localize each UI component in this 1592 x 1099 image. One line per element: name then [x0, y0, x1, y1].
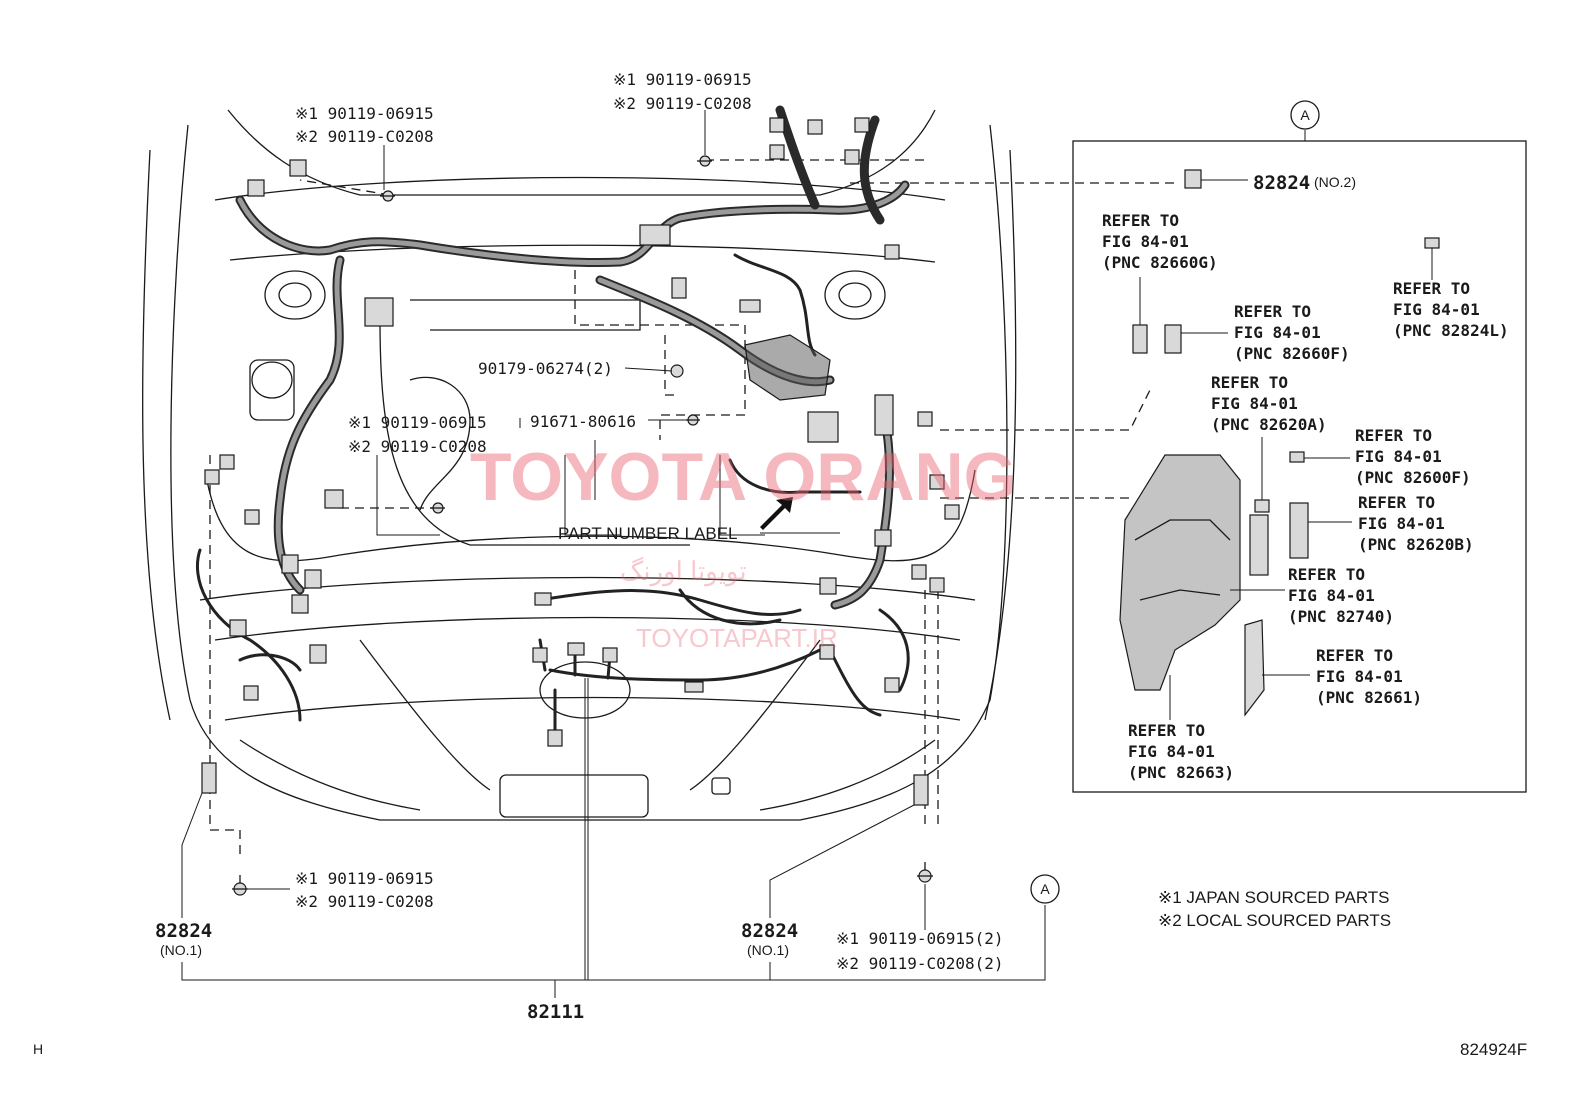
refer-note-82661: REFER TO FIG 84-01 (PNC 82661)	[1316, 646, 1422, 707]
bolt-label-90179: 90179-06274(2)	[478, 359, 613, 378]
refer-note-82620a: REFER TO FIG 84-01 (PNC 82620A)	[1211, 373, 1327, 434]
bolt-top-left	[380, 190, 395, 202]
arrow-icon	[760, 497, 793, 530]
bolt-label-mid-left-2: ※2 90119-C0208	[348, 437, 487, 456]
refer-note-82824l: REFER TO FIG 84-01 (PNC 82824L)	[1393, 279, 1509, 340]
watermark-site: TOYOTAPART.IR	[636, 623, 838, 653]
bolt-label-mid-left-1: ※1 90119-06915	[348, 413, 487, 432]
part-labels: ※1 90119-06915 ※2 90119-C0208 ※1 90119-0…	[33, 70, 1527, 1059]
watermark-persian: تویوتا اورنگ	[620, 556, 747, 587]
watermark: TOYOTA ORANG تویوتا اورنگ TOYOTAPART.IR	[470, 439, 1017, 653]
bolt-label-bottom-left-1: ※1 90119-06915	[295, 869, 434, 888]
refer-note-82660g: REFER TO FIG 84-01 (PNC 82660G)	[1102, 211, 1218, 272]
part-82824-right: 82824	[741, 920, 798, 942]
bolt-bottom-left	[232, 875, 248, 896]
refer-note-line1: REFER TO	[1211, 373, 1288, 392]
refer-note-line3: (PNC 82661)	[1316, 688, 1422, 707]
refer-note-line1: REFER TO	[1393, 279, 1470, 298]
figure-code: 824924F	[1460, 1040, 1527, 1059]
detail-box-a	[1072, 140, 1527, 793]
leader-lines	[181, 110, 1306, 998]
refer-note-line2: FIG 84-01	[1128, 742, 1215, 761]
part-82824-left: 82824	[155, 920, 212, 942]
refer-note-line1: REFER TO	[1316, 646, 1393, 665]
refer-note-line3: (PNC 82600F)	[1355, 468, 1471, 487]
refer-note-line1: REFER TO	[1234, 302, 1311, 321]
refer-note-82620b: REFER TO FIG 84-01 (PNC 82620B)	[1358, 493, 1474, 554]
refer-note-line2: FIG 84-01	[1355, 447, 1442, 466]
bolt-bottom-right	[917, 862, 933, 883]
refer-note-line2: FIG 84-01	[1288, 586, 1375, 605]
bolt-label-bottom-left-2: ※2 90119-C0208	[295, 892, 434, 911]
refer-note-line3: (PNC 82620A)	[1211, 415, 1327, 434]
refer-note-line1: REFER TO	[1358, 493, 1435, 512]
refer-note-line2: FIG 84-01	[1102, 232, 1189, 251]
refer-note-line3: (PNC 82740)	[1288, 607, 1394, 626]
corner-left-code: H	[33, 1041, 43, 1057]
bolt-label-bottom-right-1: ※1 90119-06915(2)	[836, 929, 1004, 948]
refer-note-line2: FIG 84-01	[1211, 394, 1298, 413]
refer-note-line3: (PNC 82620B)	[1358, 535, 1474, 554]
bolt-label-91671: 91671-80616	[530, 412, 636, 431]
refer-note-line1: REFER TO	[1288, 565, 1365, 584]
bolt-label-top-center-2: ※2 90119-C0208	[613, 94, 752, 113]
bolt-label-top-center-1: ※1 90119-06915	[613, 70, 752, 89]
part-82824-no2: 82824	[1253, 172, 1310, 194]
bolt-mid-left	[430, 502, 445, 514]
part-82824-no2-sub: (NO.2)	[1314, 174, 1356, 190]
callout-a-bottom: A	[1030, 874, 1060, 904]
bolt-label-top-left-2: ※2 90119-C0208	[295, 127, 434, 146]
bolts-and-clamps	[201, 155, 933, 896]
callout-a-bottom-label: A	[1040, 881, 1050, 897]
refer-note-line3: (PNC 82660G)	[1102, 253, 1218, 272]
bolt-90179	[670, 364, 684, 378]
part-82824-left-sub: (NO.1)	[160, 942, 202, 958]
refer-note-line1: REFER TO	[1128, 721, 1205, 740]
bolt-91671	[686, 414, 700, 426]
refer-note-line2: FIG 84-01	[1358, 514, 1445, 533]
dashed-leaders	[209, 159, 1180, 860]
refer-note-line3: (PNC 82663)	[1128, 763, 1234, 782]
refer-note-line3: (PNC 82660F)	[1234, 344, 1350, 363]
part-number-label: PART NUMBER LABEL	[558, 524, 738, 543]
refer-note-82740: REFER TO FIG 84-01 (PNC 82740)	[1288, 565, 1394, 626]
refer-note-line1: REFER TO	[1355, 426, 1432, 445]
wire-harness-82111	[195, 105, 960, 747]
watermark-main: TOYOTA ORANG	[470, 439, 1017, 515]
refer-notes: REFER TO FIG 84-01 (PNC 82660G) REFER TO…	[1102, 211, 1509, 782]
refer-note-line2: FIG 84-01	[1393, 300, 1480, 319]
bracket-82824-right	[913, 774, 929, 806]
refer-note-line2: FIG 84-01	[1316, 667, 1403, 686]
refer-note-line2: FIG 84-01	[1234, 323, 1321, 342]
refer-note-line3: (PNC 82824L)	[1393, 321, 1509, 340]
callout-a-top-label: A	[1300, 107, 1310, 123]
bracket-82824-left	[201, 762, 217, 794]
refer-note-82663: REFER TO FIG 84-01 (PNC 82663)	[1128, 721, 1234, 782]
legend-japan: ※1 JAPAN SOURCED PARTS	[1158, 888, 1390, 907]
part-82111: 82111	[527, 1001, 584, 1023]
callout-a-top: A	[1290, 100, 1320, 130]
refer-note-82600f: REFER TO FIG 84-01 (PNC 82600F)	[1355, 426, 1471, 487]
refer-note-82660f: REFER TO FIG 84-01 (PNC 82660F)	[1234, 302, 1350, 363]
bolt-top-center	[697, 155, 712, 167]
bolt-label-bottom-right-2: ※2 90119-C0208(2)	[836, 954, 1004, 973]
refer-note-line1: REFER TO	[1102, 211, 1179, 230]
legend-local: ※2 LOCAL SOURCED PARTS	[1158, 911, 1391, 930]
part-82824-right-sub: (NO.1)	[747, 942, 789, 958]
bolt-label-top-left-1: ※1 90119-06915	[295, 104, 434, 123]
